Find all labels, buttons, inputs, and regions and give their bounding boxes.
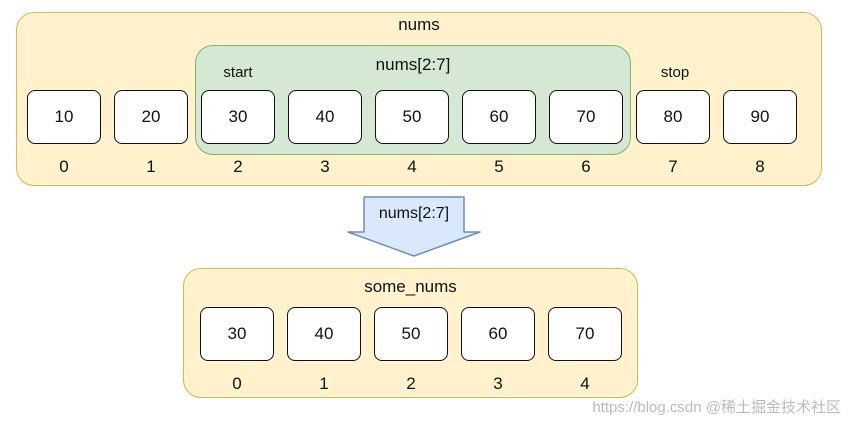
watermark: https://blog.csdn @稀土掘金技术社区 — [592, 399, 841, 416]
source-index: 8 — [755, 157, 765, 176]
source-cell: 80 — [636, 90, 710, 144]
result-index: 1 — [319, 374, 329, 393]
result-index: 0 — [232, 374, 242, 393]
result-index: 2 — [406, 374, 416, 393]
source-index: 3 — [320, 157, 330, 176]
source-cell: 30 — [201, 90, 275, 144]
source-index: 0 — [59, 157, 69, 176]
source-cell: 50 — [375, 90, 449, 144]
source-cell: 40 — [288, 90, 362, 144]
source-cell: 10 — [27, 90, 101, 144]
source-cell: 60 — [462, 90, 536, 144]
source-index: 5 — [494, 157, 504, 176]
some-nums-title: some_nums — [364, 277, 457, 296]
source-index: 7 — [668, 157, 678, 176]
start-label: start — [223, 64, 253, 81]
source-index: 1 — [146, 157, 156, 176]
source-cell: 70 — [549, 90, 623, 144]
result-cell: 70 — [548, 307, 622, 361]
source-index: 6 — [581, 157, 591, 176]
source-cell: 90 — [723, 90, 797, 144]
stop-label: stop — [660, 64, 690, 81]
down-arrow-icon — [347, 196, 481, 257]
result-cell: 30 — [200, 307, 274, 361]
source-index: 2 — [233, 157, 243, 176]
arrow-label: nums[2:7] — [378, 205, 450, 222]
source-cell: 20 — [114, 90, 188, 144]
nums-title: nums — [398, 15, 440, 34]
source-index: 4 — [407, 157, 417, 176]
result-index: 4 — [580, 374, 590, 393]
result-cell: 60 — [461, 307, 535, 361]
result-cell: 50 — [374, 307, 448, 361]
slice-label: nums[2:7] — [375, 55, 451, 74]
result-index: 3 — [493, 374, 503, 393]
result-cell: 40 — [287, 307, 361, 361]
